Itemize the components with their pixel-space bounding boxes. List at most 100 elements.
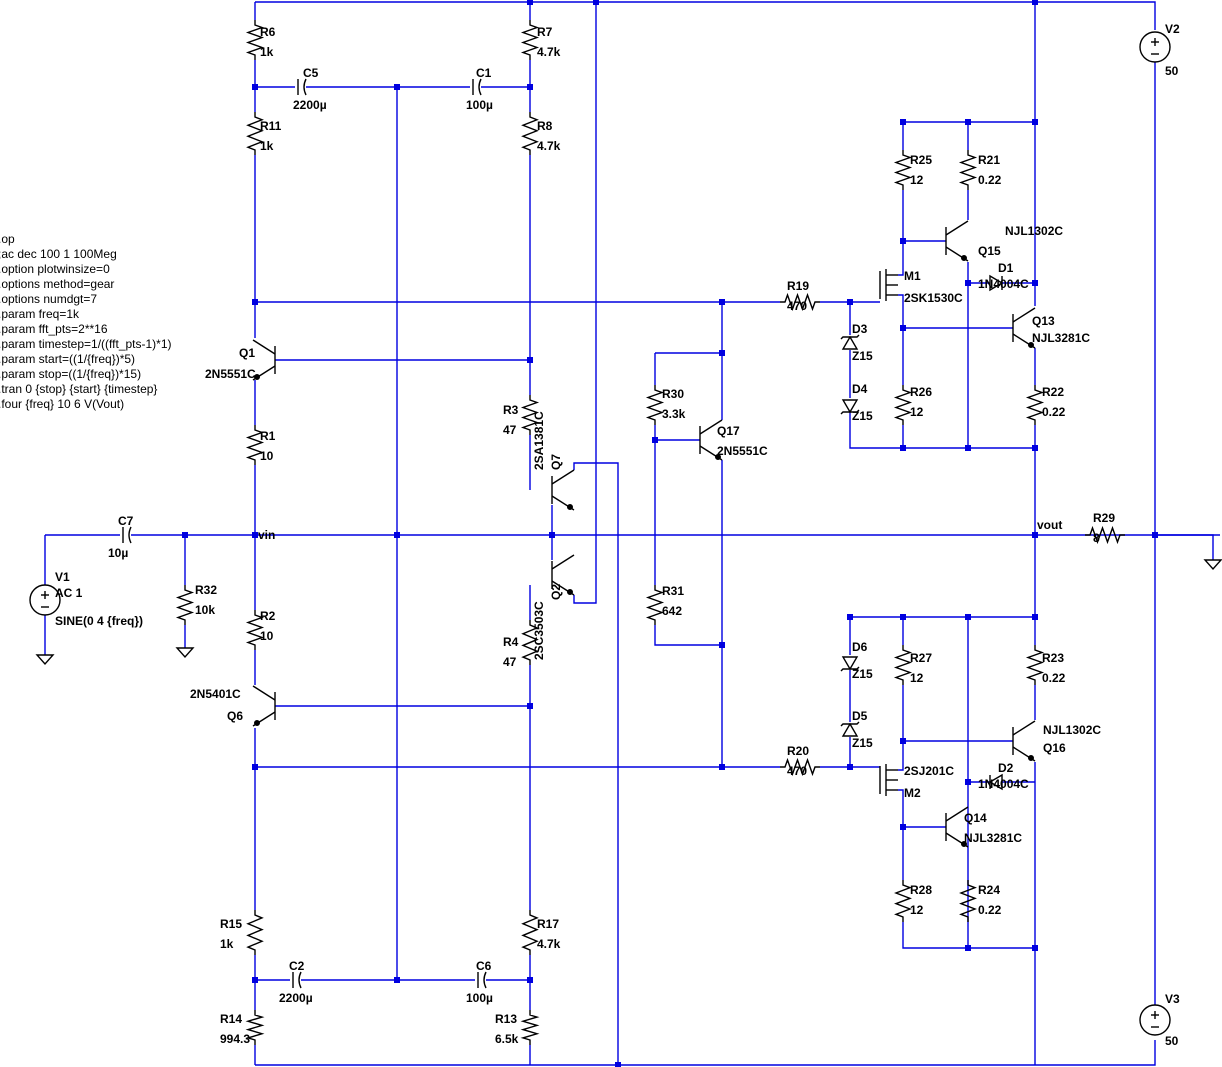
- capacitor-plate: [478, 78, 482, 96]
- wires: [44, 1, 1220, 1066]
- diode-bar: [840, 721, 860, 727]
- resistor-label: R17: [537, 917, 559, 931]
- diode-value: Z15: [852, 736, 873, 750]
- junction-dot: [965, 779, 971, 785]
- transistor-arrow: [715, 454, 721, 460]
- junction-dot: [182, 532, 188, 538]
- wire: [898, 741, 904, 771]
- resistor-r27: [893, 645, 913, 685]
- junction-dot: [593, 0, 599, 5]
- junction-dot: [900, 738, 906, 744]
- wire: [1155, 534, 1214, 560]
- transistor-q14: [945, 806, 969, 848]
- resistor-label: R2: [260, 609, 276, 623]
- directive-line: .param fft_pts=2**16: [0, 322, 108, 336]
- capacitor-value: 100µ: [466, 98, 493, 112]
- junction-dot: [394, 84, 400, 90]
- resistor-zigzag: [893, 645, 913, 685]
- resistor-label: R14: [220, 1012, 242, 1026]
- resistor-r17: [521, 910, 539, 955]
- diode-d4: [840, 399, 860, 415]
- wire: [654, 625, 722, 646]
- directive-line: .param start=((1/{freq})*5): [0, 352, 135, 366]
- components: [29, 20, 1222, 1045]
- directive-line: .op: [0, 232, 15, 246]
- directive-line: .param freq=1k: [0, 307, 80, 321]
- resistor-r6: [245, 20, 265, 60]
- resistor-r14: [245, 1010, 265, 1045]
- wire: [1035, 1, 1156, 30]
- resistor-value: 1k: [220, 937, 234, 951]
- diode-bar: [840, 334, 860, 340]
- transistor-collector: [551, 469, 575, 485]
- mosfet-value: 2SK1530C: [904, 291, 963, 305]
- junction-dot: [1032, 280, 1038, 286]
- junction-dot: [252, 84, 258, 90]
- capacitor-c6: [477, 971, 487, 989]
- transistor-arrow: [254, 720, 260, 726]
- source-label: V3: [1165, 992, 1180, 1006]
- junction-dot: [252, 764, 258, 770]
- resistor-r21: [958, 150, 978, 190]
- resistor-label: R13: [495, 1012, 517, 1026]
- resistor-label: R26: [910, 385, 932, 399]
- resistor-zigzag: [246, 112, 264, 155]
- resistor-label: R23: [1042, 651, 1064, 665]
- resistor-label: R25: [910, 153, 932, 167]
- wire: [898, 294, 904, 328]
- resistor-zigzag: [520, 1010, 540, 1045]
- transistor-q2: [551, 554, 575, 596]
- junction-dot: [1032, 614, 1038, 620]
- capacitor-label: C6: [476, 959, 492, 973]
- resistor-label: R7: [537, 25, 553, 39]
- junction-dot: [394, 532, 400, 538]
- resistor-zigzag: [894, 880, 912, 922]
- resistor-label: R24: [978, 883, 1000, 897]
- resistor-zigzag: [521, 112, 539, 155]
- capacitor-plate: [483, 971, 487, 989]
- junction-dot: [900, 238, 906, 244]
- resistor-label: R30: [662, 387, 684, 401]
- junction-dot: [527, 0, 533, 5]
- capacitor-label: C7: [118, 514, 134, 528]
- capacitor-label: C2: [289, 959, 305, 973]
- transistor-value: NJL1302C: [1043, 723, 1101, 737]
- net-label-vin: vin: [258, 528, 275, 542]
- resistor-r20: [780, 757, 820, 777]
- transistor-label: Q13: [1032, 314, 1055, 328]
- directive-line: .tran 0 {stop} {start} {timestep}: [0, 382, 157, 396]
- directive-line: .param timestep=1/((fft_pts-1)*1): [0, 337, 172, 351]
- transistor-q16: [1012, 720, 1036, 762]
- junction-dot: [652, 437, 658, 443]
- resistor-zigzag: [1025, 645, 1045, 685]
- capacitor-value: 2200µ: [279, 991, 313, 1005]
- junction-dot: [549, 532, 555, 538]
- resistor-value: 642: [662, 604, 682, 618]
- junction-dot: [527, 84, 533, 90]
- resistor-zigzag: [245, 425, 265, 465]
- resistor-value: 47: [503, 655, 517, 669]
- resistor-label: R32: [195, 583, 217, 597]
- resistor-value: 4.7k: [537, 45, 561, 59]
- diode-value: Z15: [852, 409, 873, 423]
- resistor-zigzag: [959, 880, 977, 922]
- transistor-q15: [945, 220, 969, 262]
- resistor-label: R28: [910, 883, 932, 897]
- resistor-zigzag: [780, 757, 820, 777]
- resistor-zigzag: [1025, 385, 1045, 425]
- resistor-label: R22: [1042, 385, 1064, 399]
- directive-line: ;ac dec 100 1 100Meg: [0, 247, 117, 261]
- junction-dot: [615, 1062, 621, 1067]
- transistor-collector: [551, 554, 575, 570]
- transistor-q13: [1012, 307, 1036, 349]
- transistor-value: 2SC3503C: [532, 601, 546, 660]
- transistor-collector: [699, 419, 723, 435]
- ground-symbol: [1203, 559, 1222, 571]
- junction-dot: [527, 357, 533, 363]
- resistor-r11: [246, 112, 264, 155]
- directive-line: .options method=gear: [0, 277, 114, 291]
- resistor-zigzag: [893, 385, 913, 425]
- resistor-zigzag: [893, 150, 913, 190]
- junction-dot: [965, 280, 971, 286]
- labels: R61kR111kR110R210R151kR14994.3Q12N5551C2…: [55, 22, 1180, 1048]
